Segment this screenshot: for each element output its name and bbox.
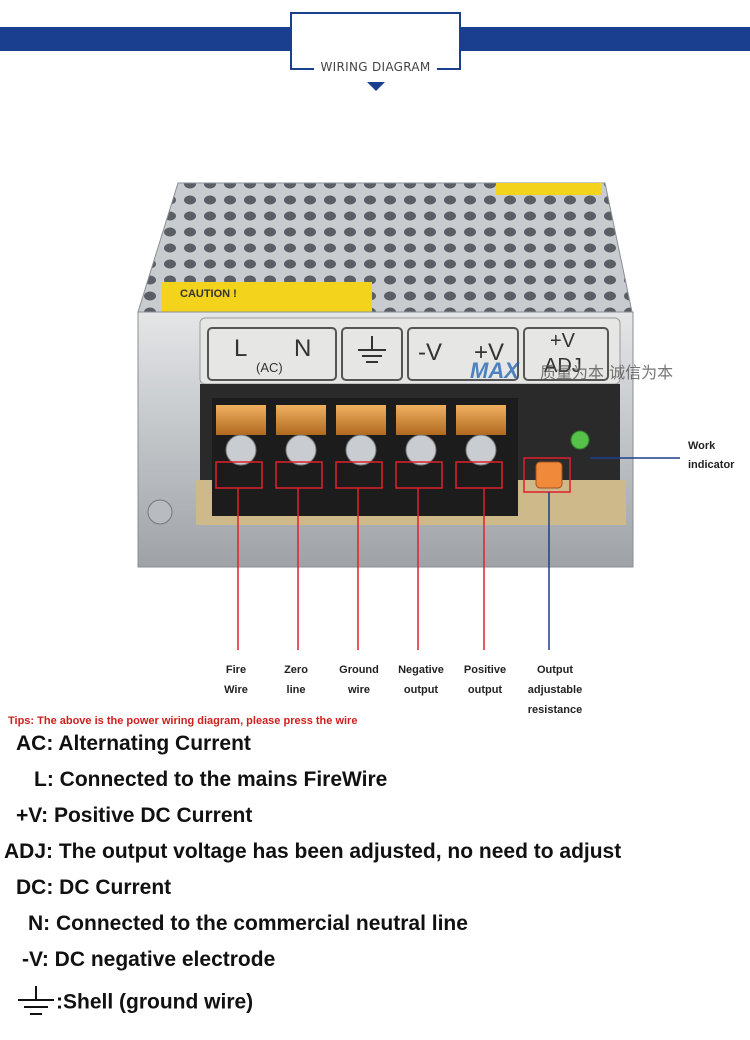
legend-key: AC: bbox=[16, 732, 54, 755]
section-title: WIRING DIAGRAM bbox=[320, 60, 431, 74]
legend-row-dc: DC: DC Current bbox=[16, 876, 171, 900]
legend-row-minus-v: -V: DC negative electrode bbox=[22, 948, 275, 972]
adjust-potentiometer bbox=[535, 461, 563, 489]
legend-row-l: L: Connected to the mains FireWire bbox=[34, 768, 387, 792]
label-minus-v: -V bbox=[418, 339, 442, 366]
caution-text: CAUTION ! bbox=[180, 288, 237, 300]
legend-row-plus-v: +V: Positive DC Current bbox=[16, 804, 252, 828]
work-indicator-led bbox=[570, 430, 590, 450]
legend-row-adj: ADJ: The output voltage has been adjuste… bbox=[4, 840, 621, 864]
label-L: L bbox=[234, 335, 247, 362]
wire-label-negative: Negative output bbox=[398, 664, 444, 696]
legend-desc: The output voltage has been adjusted, no… bbox=[53, 840, 622, 863]
legend-row-n: N: Connected to the commercial neutral l… bbox=[28, 912, 468, 936]
work-indicator-label: Work indicator bbox=[688, 440, 735, 471]
model-label bbox=[496, 183, 602, 195]
label-plus-v-1: +V bbox=[474, 339, 504, 366]
wire-label-fire: Fire Wire bbox=[224, 664, 248, 696]
legend-key: N: bbox=[28, 912, 51, 935]
watermark-logo: MAX bbox=[470, 358, 520, 383]
terminal-screws bbox=[216, 405, 506, 466]
header-band-right bbox=[461, 27, 750, 51]
legend-desc: Shell (ground wire) bbox=[63, 990, 254, 1014]
wire-label-ground: Ground wire bbox=[339, 664, 379, 696]
power-supply-image: CAUTION ! L N (AC) -V +V +V ADJ MAX 质量为本… bbox=[137, 182, 680, 650]
header-frame-line-left bbox=[290, 68, 314, 70]
label-adj: ADJ bbox=[544, 355, 582, 377]
legend-desc: Alternating Current bbox=[53, 732, 251, 755]
header-frame-line-right bbox=[437, 68, 461, 70]
legend-key: L: bbox=[34, 768, 54, 791]
label-AC: (AC) bbox=[256, 360, 283, 375]
label-N: N bbox=[294, 335, 311, 362]
wire-label-positive: Positive output bbox=[463, 664, 507, 696]
legend-row-ac: AC: Alternating Current bbox=[16, 732, 251, 756]
wire-leads bbox=[215, 457, 680, 650]
tip-text: Tips: The above is the power wiring diag… bbox=[8, 715, 358, 727]
ground-symbol-icon bbox=[358, 336, 386, 363]
down-arrow-icon bbox=[367, 82, 385, 91]
legend-desc: Connected to the mains FireWire bbox=[53, 768, 388, 791]
legend-key: +V: bbox=[16, 804, 49, 827]
legend-key: : bbox=[56, 990, 63, 1014]
legend-desc: DC Current bbox=[53, 876, 172, 899]
header-band-left bbox=[0, 27, 290, 51]
legend-desc: Connected to the commercial neutral line bbox=[50, 912, 468, 935]
mounting-screw bbox=[147, 499, 173, 525]
legend-row-ground: :Shell (ground wire) bbox=[16, 984, 253, 1022]
wire-label-adjust: Output adjustable resistance bbox=[527, 664, 583, 716]
caution-label bbox=[162, 282, 372, 314]
legend-desc: Positive DC Current bbox=[48, 804, 253, 827]
watermark-text: 质量为本 诚信为本 bbox=[540, 363, 673, 382]
header-frame bbox=[290, 12, 461, 70]
legend-key: ADJ: bbox=[4, 840, 54, 863]
legend-key: -V: bbox=[22, 948, 49, 971]
ground-symbol-icon bbox=[18, 986, 54, 1015]
legend-key: DC: bbox=[16, 876, 54, 899]
wire-label-zero: Zero line bbox=[284, 664, 308, 696]
label-plus-v-2: +V bbox=[550, 330, 576, 352]
legend-desc: DC negative electrode bbox=[48, 948, 276, 971]
